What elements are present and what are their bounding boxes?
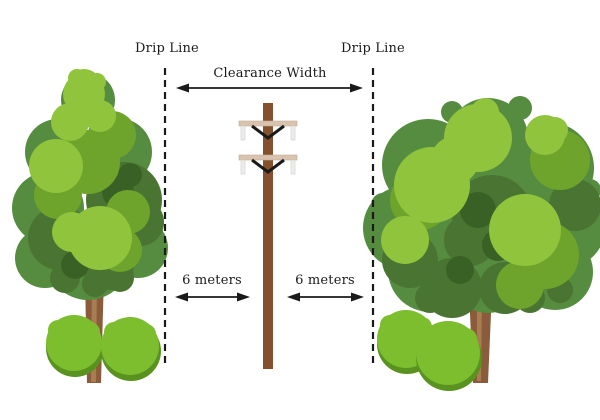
right-tree-canopy [363, 96, 600, 318]
insulator-icon [290, 125, 296, 141]
utility-pole [238, 103, 298, 369]
pole-shaft [263, 103, 273, 369]
left-distance-label: 6 meters [182, 273, 242, 288]
lower-crossarm [238, 154, 298, 175]
insulator-icon [290, 159, 296, 175]
left-tree [12, 69, 168, 383]
crossarm-brace [251, 124, 285, 140]
left-distance-arrow [175, 292, 250, 302]
right-bushes [377, 310, 482, 391]
clearance-width-label: Clearance Width [213, 66, 327, 81]
crossarm-brace [251, 158, 285, 174]
right-distance-label: 6 meters [295, 273, 355, 288]
upper-crossarm [238, 120, 298, 141]
insulator-icon [240, 159, 246, 175]
left-bushes [46, 315, 161, 381]
drip-line-label-right: Drip Line [341, 41, 405, 56]
insulator-icon [240, 125, 246, 141]
right-tree [363, 96, 600, 391]
right-distance-arrow [287, 292, 364, 302]
left-tree-canopy [12, 69, 168, 300]
clearance-width-arrow [176, 83, 363, 93]
drip-line-label-left: Drip Line [135, 41, 199, 56]
